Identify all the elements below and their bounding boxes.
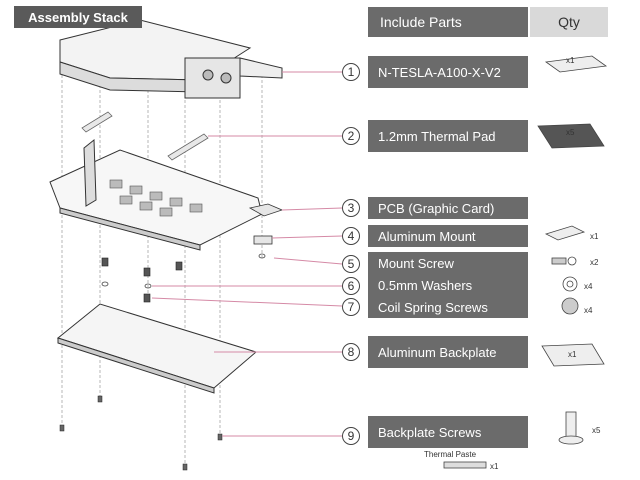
part-label-5: Mount Screw: [368, 252, 528, 274]
part-number-9: 9: [342, 427, 360, 445]
pcb: [49, 138, 263, 251]
part-number-2: 2: [342, 127, 360, 145]
backplate: [56, 303, 258, 394]
assembly-stack-title: Assembly Stack: [14, 6, 142, 28]
part-label-9: Backplate Screws: [368, 416, 528, 448]
part-qty-1: x1: [566, 56, 575, 65]
thermal-paste-qty: x1: [490, 462, 499, 471]
qty-thumbnails: [443, 55, 608, 469]
part-label-3: PCB (Graphic Card): [368, 197, 528, 219]
part-qty-5: x2: [590, 258, 599, 267]
water-block: [59, 19, 283, 99]
backplate-screws: [59, 395, 223, 471]
qty-header: Qty: [530, 7, 608, 37]
part-number-4: 4: [342, 227, 360, 245]
part-number-6: 6: [342, 277, 360, 295]
part-qty-8: x1: [568, 350, 577, 359]
part-qty-7: x4: [584, 306, 593, 315]
part-label-4: Aluminum Mount: [368, 225, 528, 247]
part-label-6: 0.5mm Washers: [368, 274, 528, 296]
alignment-lines: [61, 50, 263, 470]
leader-lines: [151, 71, 343, 437]
washers: [101, 253, 266, 289]
part-number-3: 3: [342, 199, 360, 217]
screws: [101, 257, 183, 303]
part-qty-2: x5: [566, 128, 575, 137]
part-label-2: 1.2mm Thermal Pad: [368, 120, 528, 152]
include-parts-header: Include Parts: [368, 7, 528, 37]
part-number-7: 7: [342, 298, 360, 316]
part-number-8: 8: [342, 343, 360, 361]
part-label-1: N-TESLA-A100-X-V2: [368, 56, 528, 88]
part-label-8: Aluminum Backplate: [368, 336, 528, 368]
part-qty-4: x1: [590, 232, 599, 241]
part-qty-9: x5: [592, 426, 601, 435]
part-label-7: Coil Spring Screws: [368, 296, 528, 318]
aluminum-mount: [248, 203, 284, 245]
part-number-5: 5: [342, 255, 360, 273]
part-number-1: 1: [342, 63, 360, 81]
thermal-paste-label: Thermal Paste: [424, 450, 477, 459]
part-qty-6: x4: [584, 282, 593, 291]
thermal-pads: [81, 111, 209, 161]
